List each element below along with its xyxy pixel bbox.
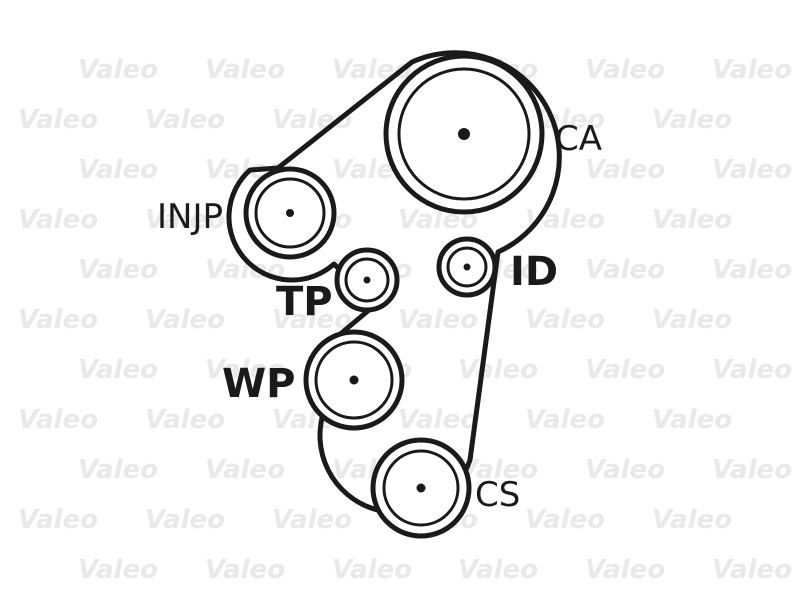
watermark-text: Valeo xyxy=(398,305,478,335)
watermark-text: Valeo xyxy=(332,555,412,585)
watermark-text: Valeo xyxy=(712,555,792,585)
watermark-text: Valeo xyxy=(145,405,225,435)
watermark-text: Valeo xyxy=(585,55,665,85)
watermark-text: Valeo xyxy=(712,455,792,485)
watermark-text: Valeo xyxy=(652,505,732,535)
watermark-text: Valeo xyxy=(712,55,792,85)
watermark-text: Valeo xyxy=(78,355,158,385)
label-tensioner: TP xyxy=(276,279,333,325)
watermark-text: Valeo xyxy=(18,505,98,535)
pulley-center-dot xyxy=(416,483,426,493)
pulley-center-dot xyxy=(363,276,371,284)
watermark-text: Valeo xyxy=(585,455,665,485)
watermark-text: Valeo xyxy=(712,255,792,285)
pulley-idler xyxy=(436,236,498,298)
watermark-text: Valeo xyxy=(78,255,158,285)
watermark-text: Valeo xyxy=(458,355,538,385)
label-camshaft: CA xyxy=(555,119,602,159)
watermark-text: Valeo xyxy=(145,505,225,535)
watermark-text: Valeo xyxy=(585,355,665,385)
watermark-text: Valeo xyxy=(18,105,98,135)
watermark-text: Valeo xyxy=(652,305,732,335)
watermark-text: Valeo xyxy=(585,555,665,585)
label-crankshaft: CS xyxy=(475,475,520,515)
watermark-text: Valeo xyxy=(205,55,285,85)
pulley-tensioner xyxy=(334,247,400,313)
pulley-center-dot xyxy=(463,263,471,271)
watermark-text: Valeo xyxy=(272,505,352,535)
watermark-text: Valeo xyxy=(525,505,605,535)
watermark-text: Valeo xyxy=(272,305,352,335)
pulley-camshaft xyxy=(383,53,545,215)
watermark-text: Valeo xyxy=(78,55,158,85)
pulley-center-dot xyxy=(349,375,359,385)
watermark-text: Valeo xyxy=(145,305,225,335)
watermark-text: Valeo xyxy=(398,405,478,435)
label-water-pump: WP xyxy=(222,361,295,407)
watermark-text: Valeo xyxy=(18,205,98,235)
watermark-text: Valeo xyxy=(585,255,665,285)
watermark-text: Valeo xyxy=(18,305,98,335)
watermark-text: Valeo xyxy=(458,555,538,585)
watermark-text: Valeo xyxy=(652,205,732,235)
watermark-text: Valeo xyxy=(712,155,792,185)
pulley-water-pump xyxy=(303,329,405,431)
watermark-text: Valeo xyxy=(652,105,732,135)
watermark-text: Valeo xyxy=(525,305,605,335)
watermark-text: Valeo xyxy=(145,205,225,235)
pulley-crankshaft xyxy=(370,437,472,539)
pulley-center-dot xyxy=(286,209,294,217)
watermark-text: Valeo xyxy=(525,405,605,435)
watermark-text: Valeo xyxy=(205,555,285,585)
watermark-text: Valeo xyxy=(78,555,158,585)
watermark-text: Valeo xyxy=(652,405,732,435)
watermark-text: Valeo xyxy=(78,155,158,185)
watermark-text: Valeo xyxy=(145,105,225,135)
watermark-text: Valeo xyxy=(205,455,285,485)
label-injection-pump: INJP xyxy=(157,197,223,237)
watermark-text: Valeo xyxy=(18,405,98,435)
watermark-text: Valeo xyxy=(712,355,792,385)
pulley-center-dot xyxy=(458,128,470,140)
watermark-text: Valeo xyxy=(585,155,665,185)
pulley-injection-pump xyxy=(243,166,337,260)
watermark-text: Valeo xyxy=(205,355,285,385)
watermark-text: Valeo xyxy=(78,455,158,485)
label-idler: ID xyxy=(510,249,558,295)
